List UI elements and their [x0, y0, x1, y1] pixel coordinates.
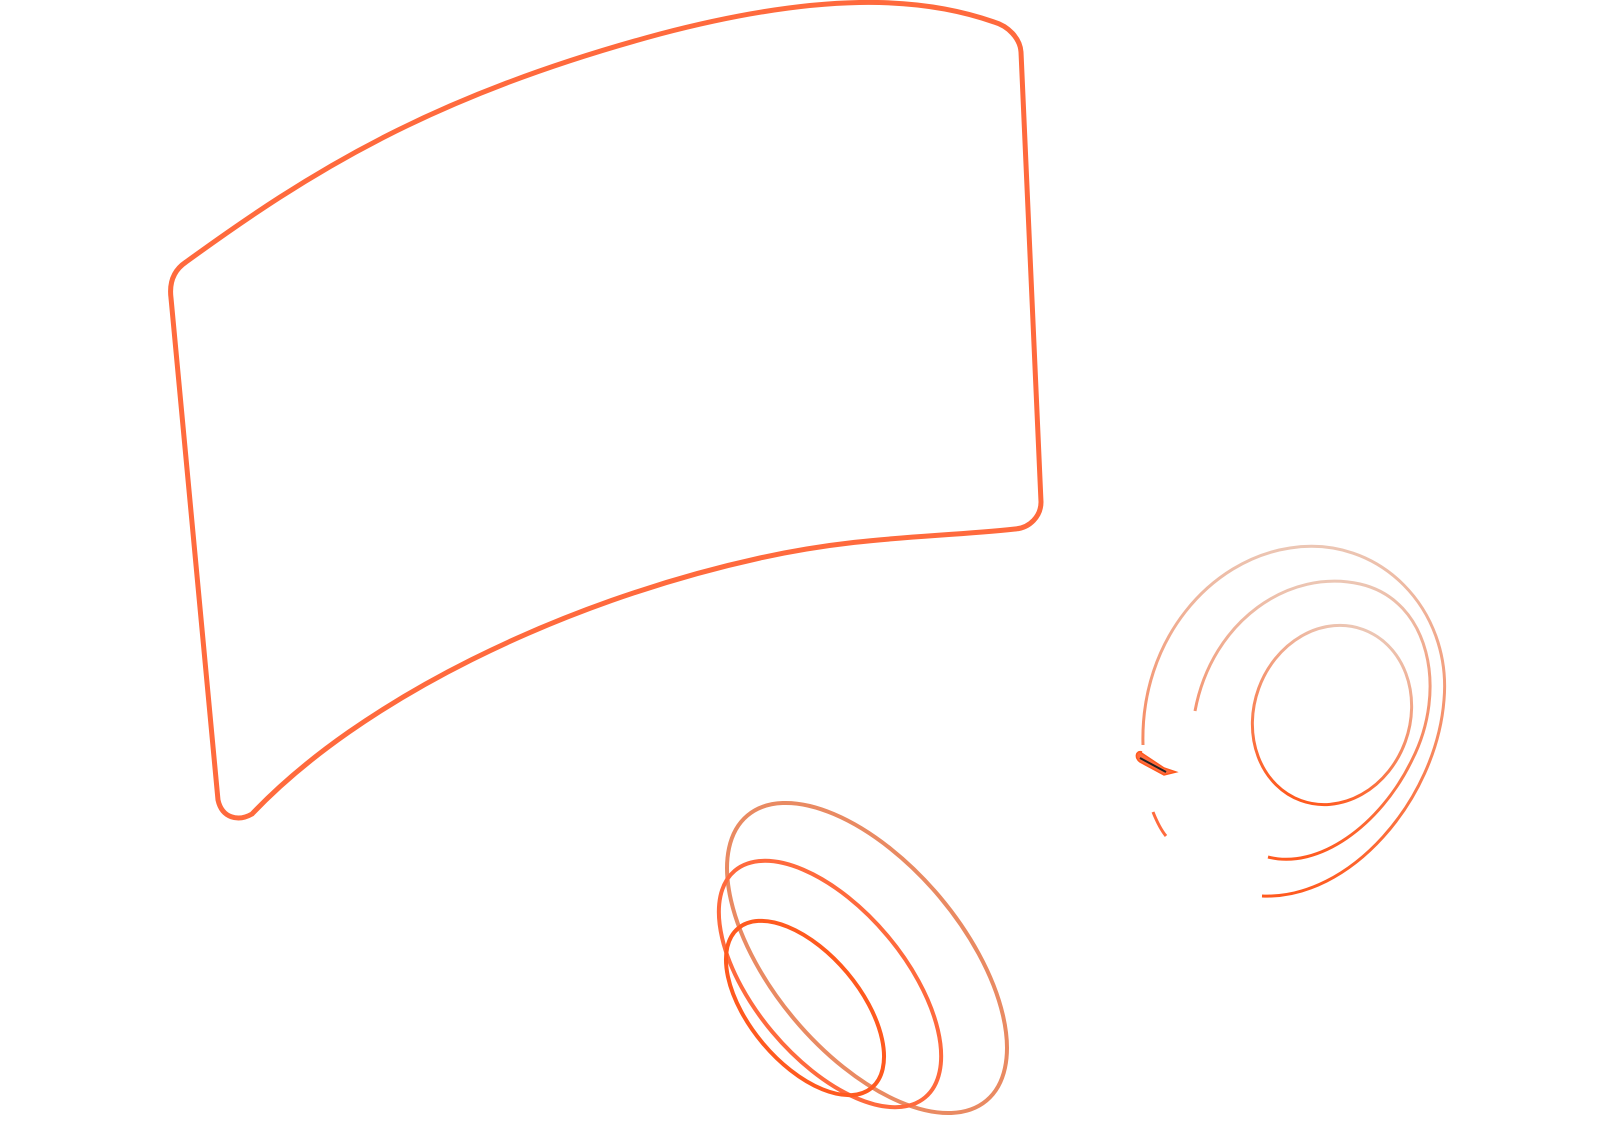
orbit-middle-arc: [1193, 579, 1432, 861]
curved-panel-outline: [168, 0, 1044, 821]
orbit-inner-ring: [1250, 623, 1414, 807]
orbit-arrow-line: [1139, 757, 1167, 773]
spiral-orbit-icon: [1135, 544, 1447, 898]
concentric-ellipses-icon: [716, 800, 1009, 1116]
orbit-arrowhead: [1135, 750, 1179, 776]
orbit-outer-arc: [1141, 544, 1447, 898]
ellipse-middle: [716, 858, 944, 1110]
ellipse-outer: [725, 800, 1009, 1116]
ellipse-inner: [723, 918, 887, 1098]
orbit-dash-1: [1151, 811, 1168, 837]
